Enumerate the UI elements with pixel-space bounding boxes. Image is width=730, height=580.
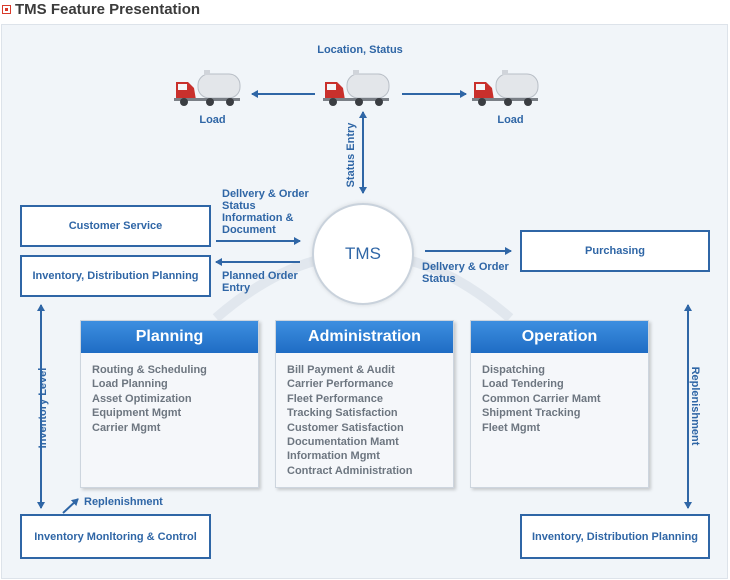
load-right-label: Load [497,114,524,126]
customer-service-box: Customer Service [20,205,211,247]
list-item: Routing & Scheduling [92,364,207,376]
tms-hub: TMS [312,203,414,305]
list-item: Bill Payment & Audit [287,364,395,376]
list-item: Information Mgmt [287,450,380,463]
planning-list: Routing & Scheduling Load Planning Asset… [81,353,258,435]
truck-icon [323,70,390,106]
list-item: Asset Optimization [92,392,192,405]
square-bullet-icon [2,5,11,14]
list-item: Customer Satisfaction [287,421,404,434]
planned-order-label: Planned Order Entry [222,270,298,294]
inventory-monitoring-box: Inventory Monltoring & Control [20,514,211,559]
list-item: Load Tendering [482,378,564,391]
delivery-order-status-label: Dellvery & Order Status [422,261,509,285]
administration-card: Administration Bill Payment & Audit Carr… [275,320,454,488]
status-entry-label: Status Entry [345,122,357,188]
list-item: Carrier Performance [287,378,394,391]
inventory-level-label: Inventory Level [37,367,49,449]
operation-card-title: Operation [471,321,648,353]
inventory-distribution-planning-right-box: Inventory, Distribution Planning [520,514,710,559]
title-bar: TMS Feature Presentation [0,0,730,22]
list-item: Fleet Mgmt [482,421,541,434]
truck-icon [174,70,241,106]
administration-list: Bill Payment & Audit Carrier Performance… [276,353,453,478]
list-item: Load Planning [92,378,168,391]
planning-card-title: Planning [81,321,258,353]
operation-list: Dispatching Load Tendering Common Carrie… [471,353,648,435]
location-status-label: Location, Status [317,44,403,56]
arrow-replenishment-left [62,498,79,514]
replenishment-right-label: Replenishment [689,366,701,446]
inventory-distribution-planning-left-box: Inventory, Distribution Planning [20,255,211,297]
delivery-order-info-label: Dellvery & Order Status Information & Do… [222,188,309,236]
list-item: Common Carrier Mamt [482,392,601,405]
page-title: TMS Feature Presentation [15,1,201,18]
list-item: Shipment Tracking [482,407,581,420]
replenishment-left-label: Replenishment [84,496,163,508]
administration-card-title: Administration [276,321,453,353]
list-item: Documentation Mamt [287,436,399,449]
list-item: Equipment Mgmt [92,407,182,420]
load-left-label: Load [199,114,226,126]
list-item: Fleet Performance [287,392,383,405]
list-item: Contract Administration [287,464,413,477]
operation-card: Operation Dispatching Load Tendering Com… [470,320,649,488]
list-item: Carrier Mgmt [92,421,161,434]
truck-icon [472,70,539,106]
list-item: Tracking Satisfaction [287,407,398,420]
purchasing-box: Purchasing [520,230,710,272]
planning-card: Planning Routing & Scheduling Load Plann… [80,320,259,488]
list-item: Dispatching [482,364,545,376]
